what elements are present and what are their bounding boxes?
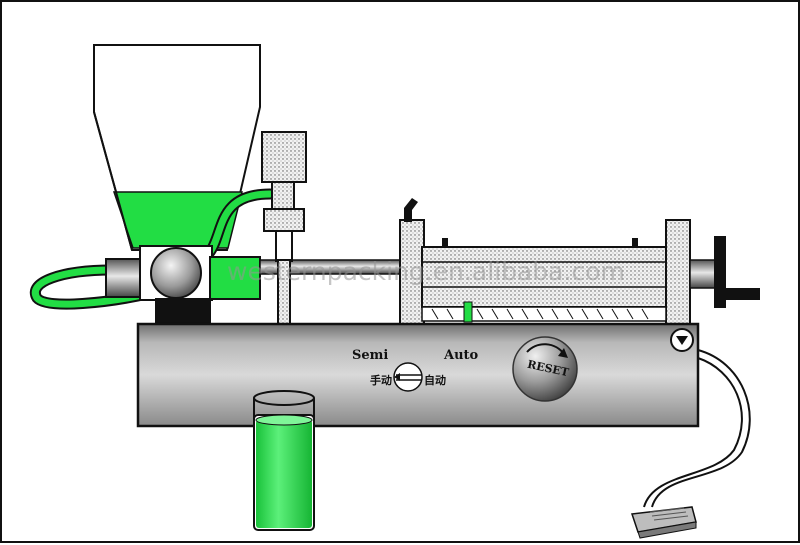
rotary-switch-icon[interactable] <box>393 362 423 392</box>
watermark: westernpacking.en.alibaba.com <box>227 257 625 286</box>
auto-cn-label: 自动 <box>424 374 446 387</box>
pedal-cable <box>643 349 751 508</box>
hopper <box>93 44 261 251</box>
triangle-down-icon[interactable] <box>670 328 694 352</box>
reset-knob-icon[interactable] <box>512 336 578 402</box>
auto-label: Auto <box>444 348 479 363</box>
pump-cylinder <box>399 198 760 325</box>
semi-label: Semi <box>352 348 389 363</box>
valve-body <box>105 245 261 324</box>
foot-pedal-icon[interactable] <box>630 506 697 539</box>
manual-cn-label: 手动 <box>370 374 392 387</box>
return-hose <box>29 188 276 310</box>
glass-container <box>253 390 315 531</box>
